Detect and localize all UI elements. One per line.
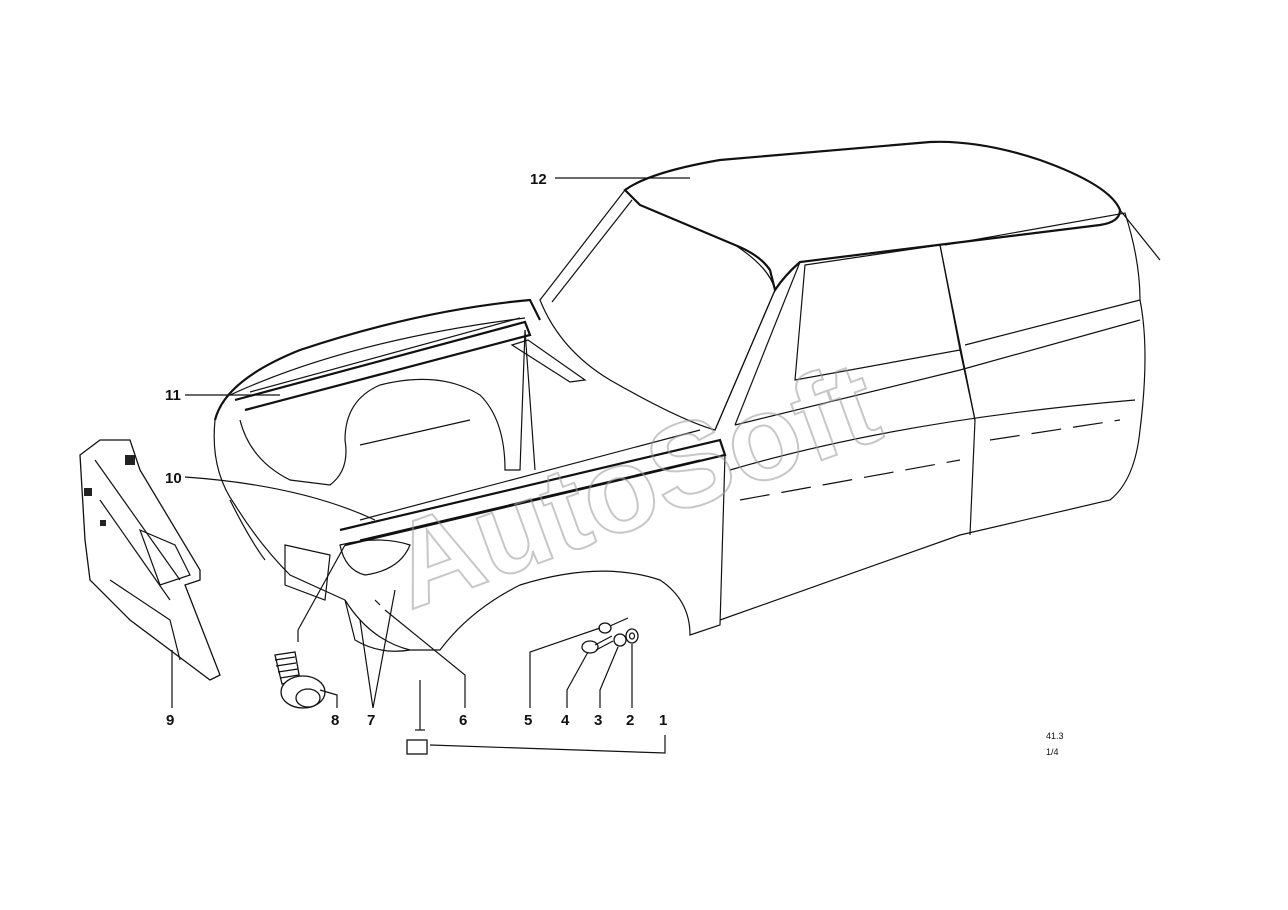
leader-10 <box>184 476 376 521</box>
callout-6: 6 <box>459 712 467 729</box>
bolt-part-8 <box>274 651 326 709</box>
washer-part-3 <box>613 633 627 647</box>
washer-part-2 <box>625 628 639 644</box>
leader-7a <box>359 619 374 709</box>
callout-11: 11 <box>165 387 181 404</box>
diagram-code-line1: 41.3 <box>1046 731 1064 741</box>
leader-1 <box>429 735 666 754</box>
diagram-code-line2: 1/4 <box>1046 747 1059 757</box>
callout-labels: 12 11 10 9 8 7 6 5 4 3 2 1 <box>165 171 667 729</box>
leader-6 <box>384 609 466 708</box>
leader-3 <box>599 646 619 708</box>
cowl-vent <box>510 339 587 383</box>
callout-4: 4 <box>561 712 570 729</box>
callout-2: 2 <box>626 712 634 729</box>
callout-3: 3 <box>594 712 602 729</box>
front-fender <box>344 454 726 651</box>
watermark-text: AutoSoft <box>373 335 895 634</box>
callout-10: 10 <box>165 470 182 487</box>
leader-4 <box>566 651 589 708</box>
callout-1: 1 <box>659 712 667 729</box>
leader-7b <box>372 589 396 709</box>
leader-8 <box>319 689 338 708</box>
windshield-outline <box>539 189 776 431</box>
leader-7c <box>297 544 346 631</box>
callout-9: 9 <box>166 712 174 729</box>
clip-part-1 <box>406 739 428 755</box>
leader-lines <box>171 177 690 754</box>
screw-part-4 <box>581 635 614 654</box>
callout-5: 5 <box>524 712 532 729</box>
car-body-drawing <box>213 140 1161 652</box>
small-parts <box>274 617 639 755</box>
leader-5 <box>529 627 601 708</box>
radiator-support-part <box>79 439 221 681</box>
callout-8: 8 <box>331 712 339 729</box>
hood-outline <box>213 298 541 421</box>
callout-7: 7 <box>367 712 375 729</box>
callout-12: 12 <box>530 171 547 188</box>
headlamp <box>339 539 411 576</box>
screw-part-5 <box>598 617 629 634</box>
roof-outline <box>623 140 1122 293</box>
engine-bay <box>239 329 526 486</box>
